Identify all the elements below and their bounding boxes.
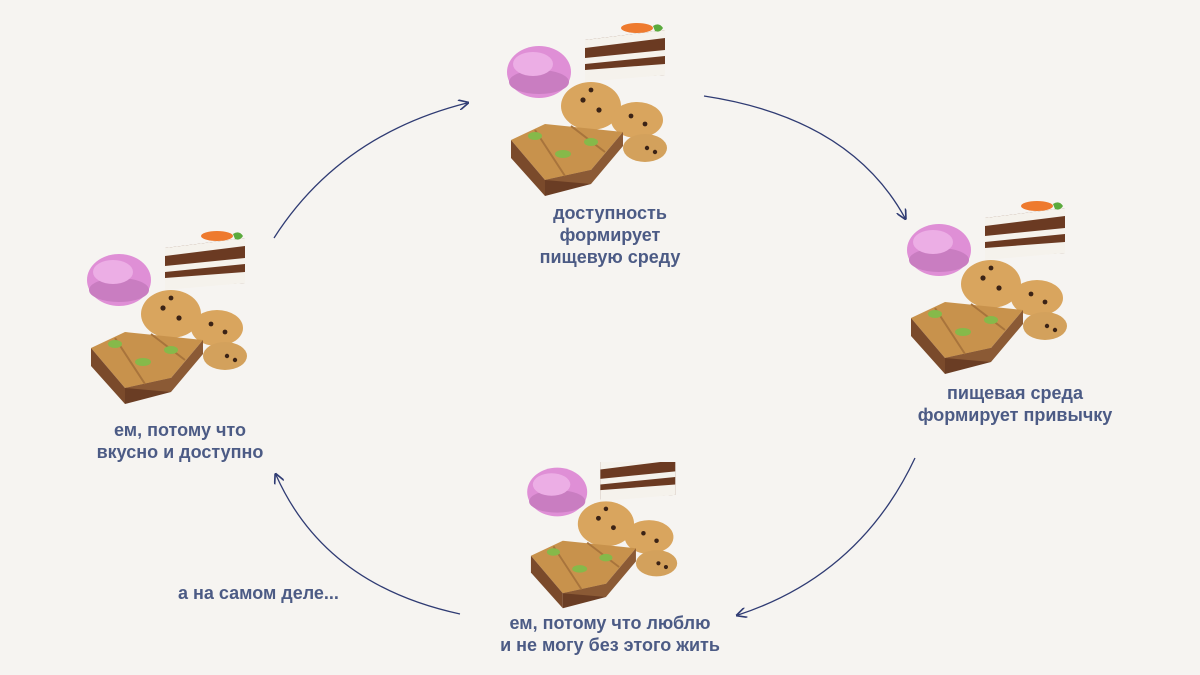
caption-right: пищевая среда формирует привычку [917,383,1113,425]
caption-bottom: ем, потому что люблю и не могу без этого… [500,613,720,655]
arrow-right-to-bottom [738,457,916,615]
sweets-image-left [86,230,248,405]
sweets-image-top [506,22,668,197]
arrow-bottom-to-left [276,475,461,615]
aside-note: а на самом деле... [178,583,339,603]
sweets-image-right [906,200,1068,375]
caption-top: доступность формирует пищевую среду [539,203,681,267]
sweets-image-bottom [526,462,679,610]
caption-left: ем, потому что вкусно и доступно [96,420,264,462]
arrow-left-to-top [273,103,467,239]
arrow-top-to-right [703,95,905,218]
